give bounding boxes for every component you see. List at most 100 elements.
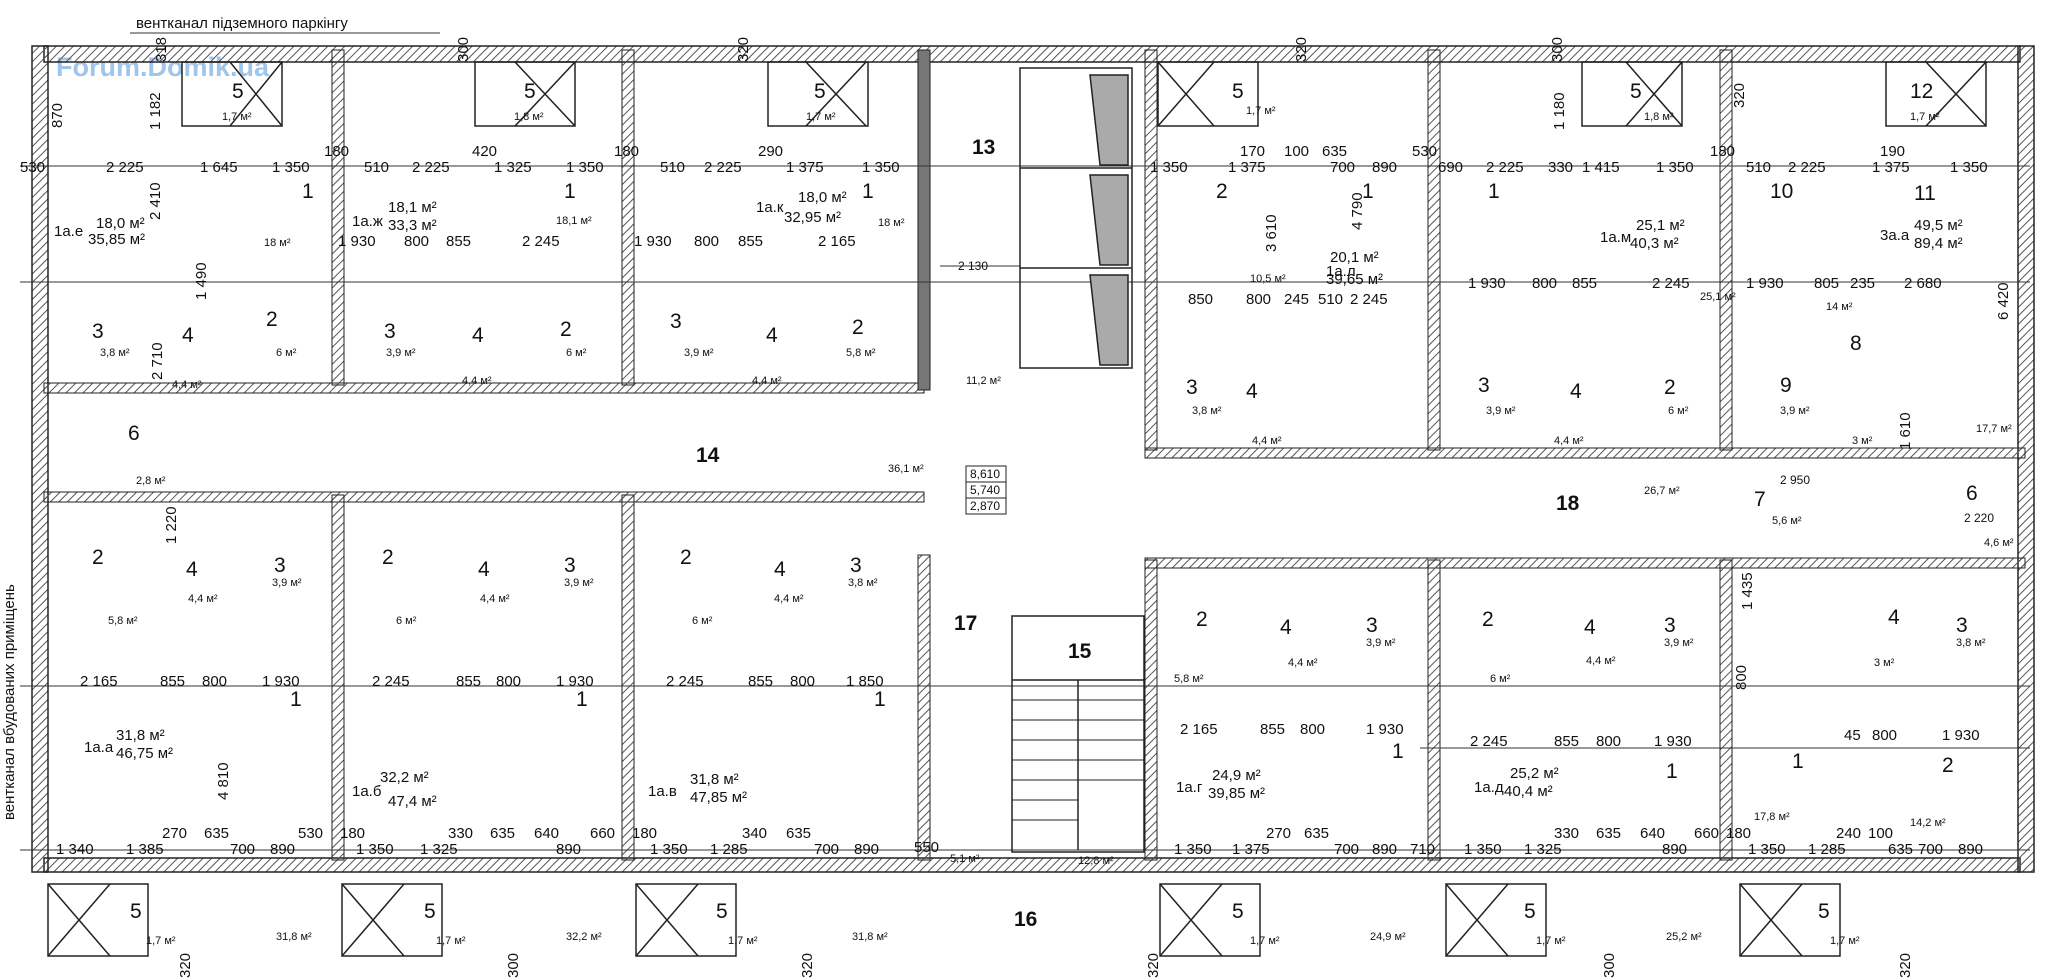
stair-mark-1: 8,610 <box>970 467 1000 481</box>
balcony-num: 5 <box>1232 80 1244 103</box>
dim-label: 1 435 <box>1739 572 1756 610</box>
bath-num: 3 <box>384 320 396 343</box>
room-num: 1 <box>302 180 314 203</box>
room-area: 25,2 м² <box>1666 931 1702 943</box>
dim-label: 235 <box>1850 275 1875 292</box>
balcony-num: 5 <box>814 80 826 103</box>
tambour-num: 7 <box>1754 488 1766 511</box>
hall-area: 4,4 м² <box>480 593 510 605</box>
dim-label: 855 <box>1260 721 1285 738</box>
dim-label: 1 350 <box>1950 159 1988 176</box>
apt-living: 18,1 м² <box>388 199 437 216</box>
dim-label: 2 225 <box>1486 159 1524 176</box>
room-8-num: 8 <box>1850 332 1862 355</box>
hall-area: 4,4 м² <box>1252 435 1282 447</box>
dim-label: 180 <box>1726 825 1751 842</box>
shaft-area: 2,8 м² <box>136 475 166 487</box>
outer-walls <box>31 45 2035 873</box>
kitchen-area: 6 м² <box>276 347 297 359</box>
dim-label: 800 <box>1733 665 1750 690</box>
corridor-num: 14 <box>696 444 720 467</box>
dim-label: 45 <box>1844 727 1861 744</box>
corridor2-num: 18 <box>1556 492 1580 515</box>
dim-label: 330 <box>1548 159 1573 176</box>
dim-label: 1 285 <box>1808 841 1846 858</box>
kitchen-num: 2 <box>92 546 104 569</box>
kitchen-area: 6 м² <box>1668 405 1689 417</box>
dim-label: 2 245 <box>1350 291 1388 308</box>
dim-label: 1 325 <box>1524 841 1562 858</box>
dim-label: 700 <box>1330 159 1355 176</box>
dim-label: 700 <box>814 841 839 858</box>
apt-living: 20,1 м² <box>1330 249 1379 266</box>
kitchen-area: 5,8 м² <box>846 347 876 359</box>
top-apartments: 5 1,7 м² 5 1,8 м² 5 1,7 м² 5 1,7 м² 5 1,… <box>54 80 2012 447</box>
kitchen-area: 5,8 м² <box>1174 673 1204 685</box>
stair-num: 15 <box>1068 640 1092 663</box>
kitchen-area: 14,2 м² <box>1910 817 1946 829</box>
hall-num: 4 <box>1570 380 1582 403</box>
apt-code: 1а.ж <box>352 213 383 230</box>
kitchen-num: 2 <box>680 546 692 569</box>
dim-label: 635 <box>1304 825 1329 842</box>
dim-label: 2 165 <box>818 233 856 250</box>
stair-table: 8,610 5,740 2,870 <box>965 465 1007 515</box>
apt-living: 18,0 м² <box>96 215 145 232</box>
dim-label: 300 <box>505 953 522 978</box>
room-area: 32,2 м² <box>566 931 602 943</box>
balcony-num: 5 <box>232 80 244 103</box>
dim-label: 800 <box>1596 733 1621 750</box>
dim-label: 2 225 <box>1788 159 1826 176</box>
balcony-num: 5 <box>1232 900 1244 923</box>
dim-label: 1 375 <box>1232 841 1270 858</box>
dim-label: 855 <box>456 673 481 690</box>
dim-label: 2 225 <box>412 159 450 176</box>
apt-total: 33,3 м² <box>388 217 437 234</box>
apt-total: 32,95 м² <box>784 209 841 226</box>
room-num: 1 <box>564 180 576 203</box>
dim-label: 890 <box>1372 841 1397 858</box>
room-area: 31,8 м² <box>852 931 888 943</box>
dim-label: 340 <box>742 825 767 842</box>
hall-area: 3 м² <box>1852 435 1873 447</box>
bath-num: 3 <box>850 554 862 577</box>
room-10-num: 10 <box>1770 180 1793 203</box>
dim-label: 855 <box>738 233 763 250</box>
bath-area: 3,9 м² <box>1366 637 1396 649</box>
balcony-num: 5 <box>1524 900 1536 923</box>
bath-num: 3 <box>1186 376 1198 399</box>
hall-num: 4 <box>766 324 778 347</box>
room-9-num: 9 <box>1780 374 1792 397</box>
dim-label: 1 490 <box>193 262 210 300</box>
dim-label: 2 245 <box>372 673 410 690</box>
dim-label: 855 <box>1572 275 1597 292</box>
dim-label: 1 220 <box>163 506 180 544</box>
bath-num: 3 <box>564 554 576 577</box>
kitchen-area: 5,8 м² <box>108 615 138 627</box>
dim-label: 1 645 <box>200 159 238 176</box>
tambour-area: 5,6 м² <box>1772 515 1802 527</box>
dim-label: 1 180 <box>1551 92 1568 130</box>
dim-label: 4 790 <box>1349 192 1366 230</box>
room-num: 1 <box>1792 750 1804 773</box>
dim-label: 1 350 <box>1150 159 1188 176</box>
apt-living: 24,9 м² <box>1212 767 1261 784</box>
room-area: 17,8 м² <box>1754 811 1790 823</box>
dim-label: 870 <box>49 103 66 128</box>
dim-label: 1 182 <box>147 92 164 130</box>
dim-label: 320 <box>1293 37 1310 62</box>
dim-label: 1 350 <box>862 159 900 176</box>
balcony-num: 5 <box>1630 80 1642 103</box>
apt-living: 32,2 м² <box>380 769 429 786</box>
dim-label: 1 850 <box>846 673 884 690</box>
apt-code: 1а.в <box>648 783 677 800</box>
balcony-area: 1,7 м² <box>1830 935 1860 947</box>
bath-area: 3,9 м² <box>386 347 416 359</box>
dim-label: 170 <box>1240 143 1265 160</box>
dim-label: 1 350 <box>1174 841 1212 858</box>
room-num: 1 <box>1666 760 1678 783</box>
dim-label: 1 375 <box>1872 159 1910 176</box>
room-area: 18,1 м² <box>556 215 592 227</box>
hall-num: 4 <box>182 324 194 347</box>
